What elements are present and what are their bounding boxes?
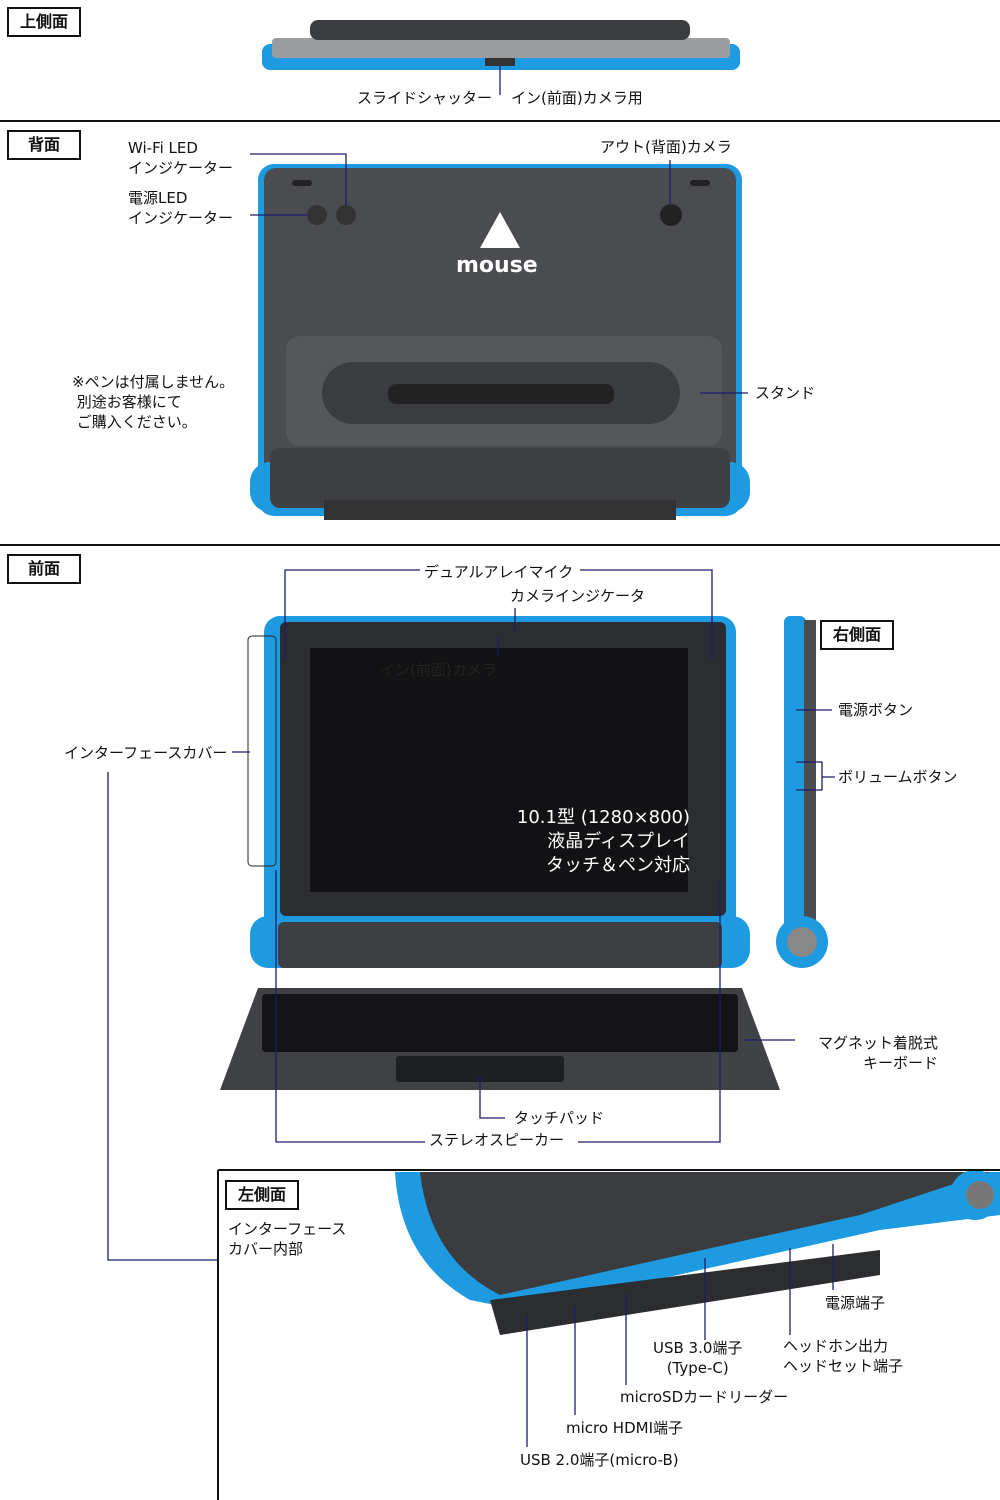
usb3-label: USB 3.0端子 (Type-C): [653, 1339, 743, 1377]
leader-lines: [107, 66, 835, 1447]
power-button-label: 電源ボタン: [838, 701, 914, 719]
left-side-device: [395, 1170, 1000, 1335]
mouse-logo: mouse: [456, 253, 538, 278]
section-divider: [0, 120, 1000, 122]
stereo-speaker-label: ステレオスピーカー: [429, 1131, 565, 1149]
power-led-label: 電源LED インジケーター: [128, 189, 234, 227]
section-label-top: 上側面: [7, 7, 81, 37]
microsd-label: microSDカードリーダー: [620, 1388, 789, 1406]
section-label-left: 左側面: [225, 1180, 299, 1210]
slide-shutter-label: スライドシャッター: [357, 89, 493, 107]
volume-button-label: ボリュームボタン: [838, 768, 958, 786]
section-label-front: 前面: [7, 554, 81, 584]
headphone-label: ヘッドホン出力 ヘッドセット端子: [783, 1337, 904, 1375]
top-view-device: [262, 20, 740, 70]
keyboard-label: マグネット着脱式 キーボード: [817, 1034, 938, 1072]
touchpad-label: タッチパッド: [514, 1109, 605, 1127]
power-port-label: 電源端子: [825, 1294, 886, 1312]
rear-camera-label: アウト(背面)カメラ: [600, 138, 732, 156]
interface-cover-label: インターフェースカバー: [64, 744, 228, 762]
section-label-right: 右側面: [820, 620, 894, 650]
stand-label: スタンド: [755, 384, 816, 402]
front-camera-label: イン(前面)カメラ: [380, 661, 497, 679]
back-view-device: [250, 164, 750, 520]
front-view-device: [220, 616, 780, 1090]
dual-mic-label: デュアルアレイマイク: [424, 563, 574, 581]
section-label-back: 背面: [7, 130, 81, 160]
section-divider: [0, 544, 1000, 546]
wifi-led-label: Wi-Fi LED インジケーター: [128, 139, 234, 177]
pen-note: ※ペンは付属しません。 別途お客様にて ご購入ください。: [72, 373, 235, 431]
hdmi-label: micro HDMI端子: [566, 1419, 684, 1437]
display-spec-text: 10.1型 (1280×800) 液晶ディスプレイ タッチ＆ペン対応: [516, 807, 690, 876]
right-side-device: [776, 616, 828, 968]
cover-inside-label: インターフェース カバー内部: [228, 1220, 347, 1258]
usb2-label: USB 2.0端子(micro-B): [520, 1451, 679, 1469]
camera-indicator-label: カメラインジケータ: [510, 587, 646, 605]
camera-for-label: イン(前面)カメラ用: [511, 89, 643, 107]
